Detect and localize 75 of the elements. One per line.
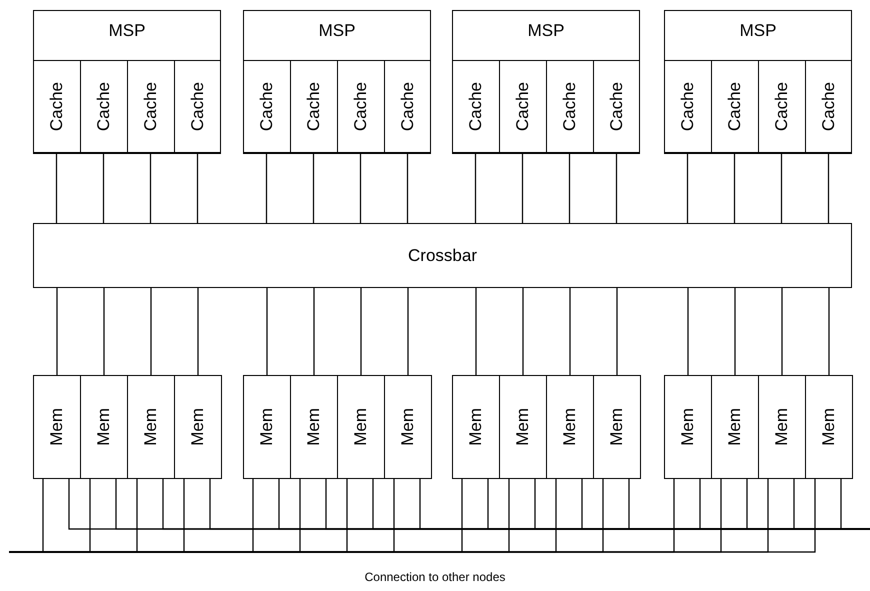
- module-title: MSP: [318, 21, 356, 41]
- memory-box: Mem: [593, 375, 641, 479]
- connector-line: [569, 288, 571, 375]
- connector-line: [734, 153, 736, 223]
- cache-box: Cache: [452, 60, 500, 154]
- connector-line: [828, 153, 830, 223]
- connector-line: [266, 288, 268, 375]
- connector-line: [56, 288, 58, 375]
- connector-line: [103, 288, 105, 375]
- memory-box: Mem: [546, 375, 594, 479]
- cache-box: Cache: [664, 60, 712, 154]
- module-title: MSP: [108, 21, 146, 41]
- memory-box: Mem: [384, 375, 432, 479]
- memory-box: Mem: [174, 375, 222, 479]
- connector-line: [196, 153, 198, 223]
- memory-box: Mem: [80, 375, 128, 479]
- crossbar-box: Crossbar: [33, 223, 852, 288]
- connector-line: [150, 153, 152, 223]
- memory-box: Mem: [337, 375, 385, 479]
- connector-line: [56, 153, 58, 223]
- connector-line: [616, 153, 618, 223]
- processor-module: [452, 10, 640, 153]
- connector-line: [522, 153, 524, 223]
- memory-box: Mem: [499, 375, 547, 479]
- connector-line: [687, 288, 689, 375]
- connector-line: [197, 288, 199, 375]
- connector-line: [475, 288, 477, 375]
- cache-box: Cache: [33, 60, 81, 154]
- memory-box: Mem: [805, 375, 853, 479]
- cache-box: Cache: [711, 60, 759, 154]
- processor-module: [664, 10, 852, 153]
- connector-line: [734, 288, 736, 375]
- processor-module: [33, 10, 221, 153]
- cache-box: Cache: [546, 60, 594, 154]
- module-title: MSP: [738, 21, 778, 41]
- cache-box: Cache: [243, 60, 291, 154]
- cache-box: Cache: [80, 60, 128, 154]
- cache-box: Cache: [593, 60, 640, 154]
- connector-line: [360, 153, 362, 223]
- memory-box: Mem: [664, 375, 712, 479]
- connector-line: [616, 288, 618, 375]
- memory-box: Mem: [452, 375, 500, 479]
- connector-line: [781, 288, 783, 375]
- connector-line: [102, 153, 104, 223]
- connector-line: [686, 153, 688, 223]
- connector-line: [266, 153, 268, 223]
- connector-line: [150, 288, 152, 375]
- connector-line: [828, 288, 830, 375]
- cache-box: Cache: [127, 60, 175, 154]
- cache-box: Cache: [499, 60, 547, 154]
- connector-line: [406, 153, 408, 223]
- connector-line: [474, 153, 476, 223]
- cache-box: Cache: [805, 60, 852, 154]
- module-title: MSP: [526, 21, 566, 41]
- connector-line: [313, 288, 315, 375]
- memory-box: Mem: [290, 375, 338, 479]
- memory-box: Mem: [711, 375, 759, 479]
- memory-box: Mem: [243, 375, 291, 479]
- cache-box: Cache: [174, 60, 221, 154]
- cache-box: Cache: [384, 60, 431, 154]
- connector-line: [522, 288, 524, 375]
- cache-box: Cache: [337, 60, 385, 154]
- connector-line: [360, 288, 362, 375]
- cache-box: Cache: [290, 60, 338, 154]
- memory-box: Mem: [758, 375, 806, 479]
- connector-line: [312, 153, 314, 223]
- caption-note: Connection to other nodes: [364, 570, 506, 584]
- bus-line: [840, 479, 870, 530]
- connector-line: [407, 288, 409, 375]
- connector-line: [780, 153, 782, 223]
- cache-box: Cache: [758, 60, 806, 154]
- memory-box: Mem: [127, 375, 175, 479]
- memory-box: Mem: [33, 375, 81, 479]
- processor-module: [243, 10, 431, 153]
- connector-line: [568, 153, 570, 223]
